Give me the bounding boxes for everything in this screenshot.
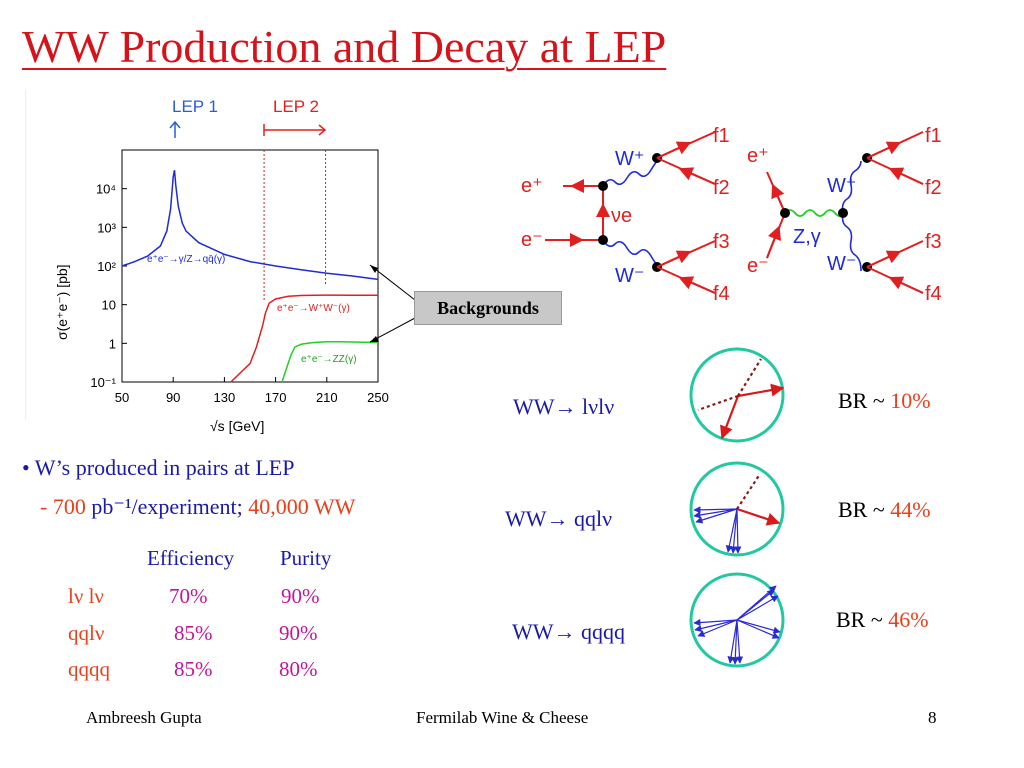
x-axis-ticks: 50 90 130 170 210 250 — [115, 377, 389, 405]
right-wminus: W⁻ — [827, 253, 856, 275]
y-tick-label: 10² — [97, 259, 116, 274]
y-tick-label: 10⁻¹ — [90, 375, 116, 390]
br-value: 44% — [890, 497, 931, 522]
br-qqlv: BR ~ 44% — [838, 497, 931, 523]
lumi-unit: pb⁻¹/experiment; — [91, 494, 249, 519]
lumi-value: - 700 — [40, 494, 92, 519]
feynman-left: e⁺ e⁻ W⁺ W⁻ νe f1 f2 f3 f4 — [521, 125, 730, 305]
left-f1: f1 — [713, 125, 730, 147]
right-f3: f3 — [925, 231, 942, 253]
right-f4: f4 — [925, 283, 942, 305]
event-qqqq — [689, 572, 785, 668]
right-f2: f2 — [925, 177, 942, 199]
plot-frame — [121, 149, 379, 383]
backgrounds-box: Backgrounds — [414, 291, 562, 325]
right-eplus: e⁺ — [747, 145, 769, 167]
x-tick-label: 250 — [367, 390, 389, 405]
event-qqlv — [689, 461, 785, 557]
br-lvlv: BR ~ 10% — [838, 388, 931, 414]
decay-qqqq: WW→ qqqq — [512, 619, 626, 644]
left-eminus: e⁻ — [521, 229, 543, 251]
table-row-purity: 90% — [281, 584, 320, 608]
decay-lvlv: WW→ lνlν — [513, 394, 615, 419]
table-row-channel: lν lν — [68, 584, 104, 608]
ww-count: 40,000 WW — [248, 494, 356, 519]
left-f2: f2 — [713, 177, 730, 199]
table-header-purity: Purity — [280, 546, 332, 570]
feynman-right: e⁺ e⁻ W⁺ W⁻ Z,γ f1 f2 f3 f4 — [747, 125, 942, 305]
lep2-label: LEP 2 — [273, 97, 319, 116]
right-f1: f1 — [925, 125, 942, 147]
br-value: 46% — [888, 607, 929, 632]
slide-title: WW Production and Decay at LEP — [22, 21, 667, 72]
left-f4: f4 — [713, 283, 730, 305]
footer-page-number: 8 — [928, 708, 937, 727]
y-axis-label: σ(e⁺e⁻) [pb] — [54, 264, 70, 340]
ww-series-line — [230, 294, 379, 383]
table-row-efficiency: 70% — [169, 584, 208, 608]
left-f3: f3 — [713, 231, 730, 253]
br-prefix: BR ~ — [838, 388, 891, 413]
backgrounds-pointers — [369, 264, 416, 343]
left-wplus: W⁺ — [615, 148, 644, 170]
feynman-diagrams: e⁺ e⁻ W⁺ W⁻ νe f1 f2 f3 f4 e⁺ e⁻ W⁺ W⁻ Z… — [521, 125, 942, 305]
br-qqqq: BR ~ 46% — [836, 607, 929, 633]
br-prefix: BR ~ — [836, 607, 889, 632]
table-row-efficiency: 85% — [174, 657, 213, 681]
event-topologies — [689, 347, 785, 668]
left-eplus: e⁺ — [521, 175, 543, 197]
y-tick-label: 1 — [109, 336, 116, 351]
footer-author: Ambreesh Gupta — [86, 708, 202, 727]
backgrounds-label: Backgrounds — [437, 298, 539, 318]
table-row-efficiency: 85% — [174, 621, 213, 645]
x-tick-label: 170 — [265, 390, 287, 405]
x-tick-label: 50 — [115, 390, 129, 405]
bullet-luminosity: - 700 pb⁻¹/experiment; 40,000 WW — [40, 494, 355, 520]
table-row-purity: 80% — [279, 657, 318, 681]
decay-qqlv: WW→ qqlν — [505, 506, 613, 531]
table-row-purity: 90% — [279, 621, 318, 645]
right-eminus: e⁻ — [747, 255, 769, 277]
zz-curve-label: e⁺e⁻→ZZ(γ) — [301, 354, 357, 365]
table-row-channel: qqlν — [68, 621, 105, 645]
left-wminus: W⁻ — [615, 265, 644, 287]
bullet-pairs: • W’s produced in pairs at LEP — [22, 455, 295, 480]
x-tick-label: 90 — [166, 390, 180, 405]
x-axis-label: √s [GeV] — [210, 418, 264, 434]
footer-event: Fermilab Wine & Cheese — [416, 708, 589, 727]
zz-series-line — [281, 340, 379, 383]
qq-curve-label: e⁺e⁻→γ/Z→qq̄(γ) — [147, 254, 225, 265]
left-nu: νe — [611, 205, 632, 227]
y-tick-label: 10 — [102, 298, 116, 313]
table-row-channel: qqqq — [68, 657, 110, 681]
right-wplus: W⁺ — [827, 175, 856, 197]
x-tick-label: 210 — [316, 390, 338, 405]
x-tick-label: 130 — [214, 390, 236, 405]
event-lvlv — [689, 347, 785, 443]
y-tick-label: 10⁴ — [96, 182, 116, 197]
br-prefix: BR ~ — [838, 497, 891, 522]
qq-series-line — [121, 170, 379, 281]
ww-curve-label: e⁺e⁻→W⁺W⁻(γ) — [277, 303, 350, 314]
br-value: 10% — [890, 388, 931, 413]
y-tick-label: 10³ — [97, 220, 116, 235]
right-zgamma: Z,γ — [793, 226, 821, 248]
series-group — [121, 170, 379, 383]
lep1-label: LEP 1 — [172, 97, 218, 116]
table-header-efficiency: Efficiency — [147, 546, 235, 570]
